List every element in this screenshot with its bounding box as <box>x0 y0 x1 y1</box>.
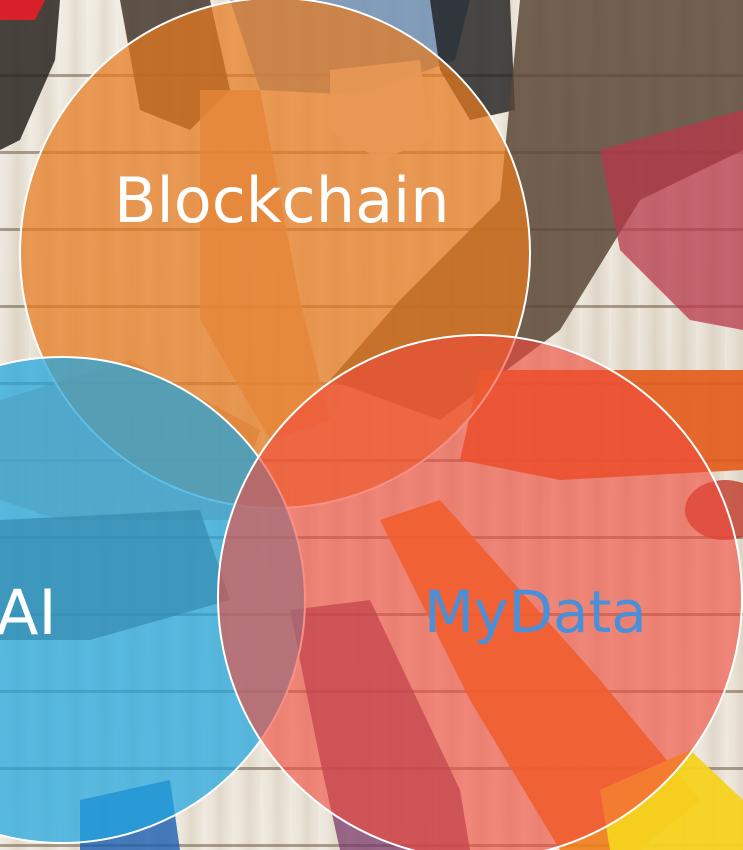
ai-label: AI <box>0 576 57 649</box>
mydata-label: MyData <box>424 578 647 646</box>
blockchain-label: Blockchain <box>114 164 450 237</box>
mydata-circle <box>217 334 743 850</box>
